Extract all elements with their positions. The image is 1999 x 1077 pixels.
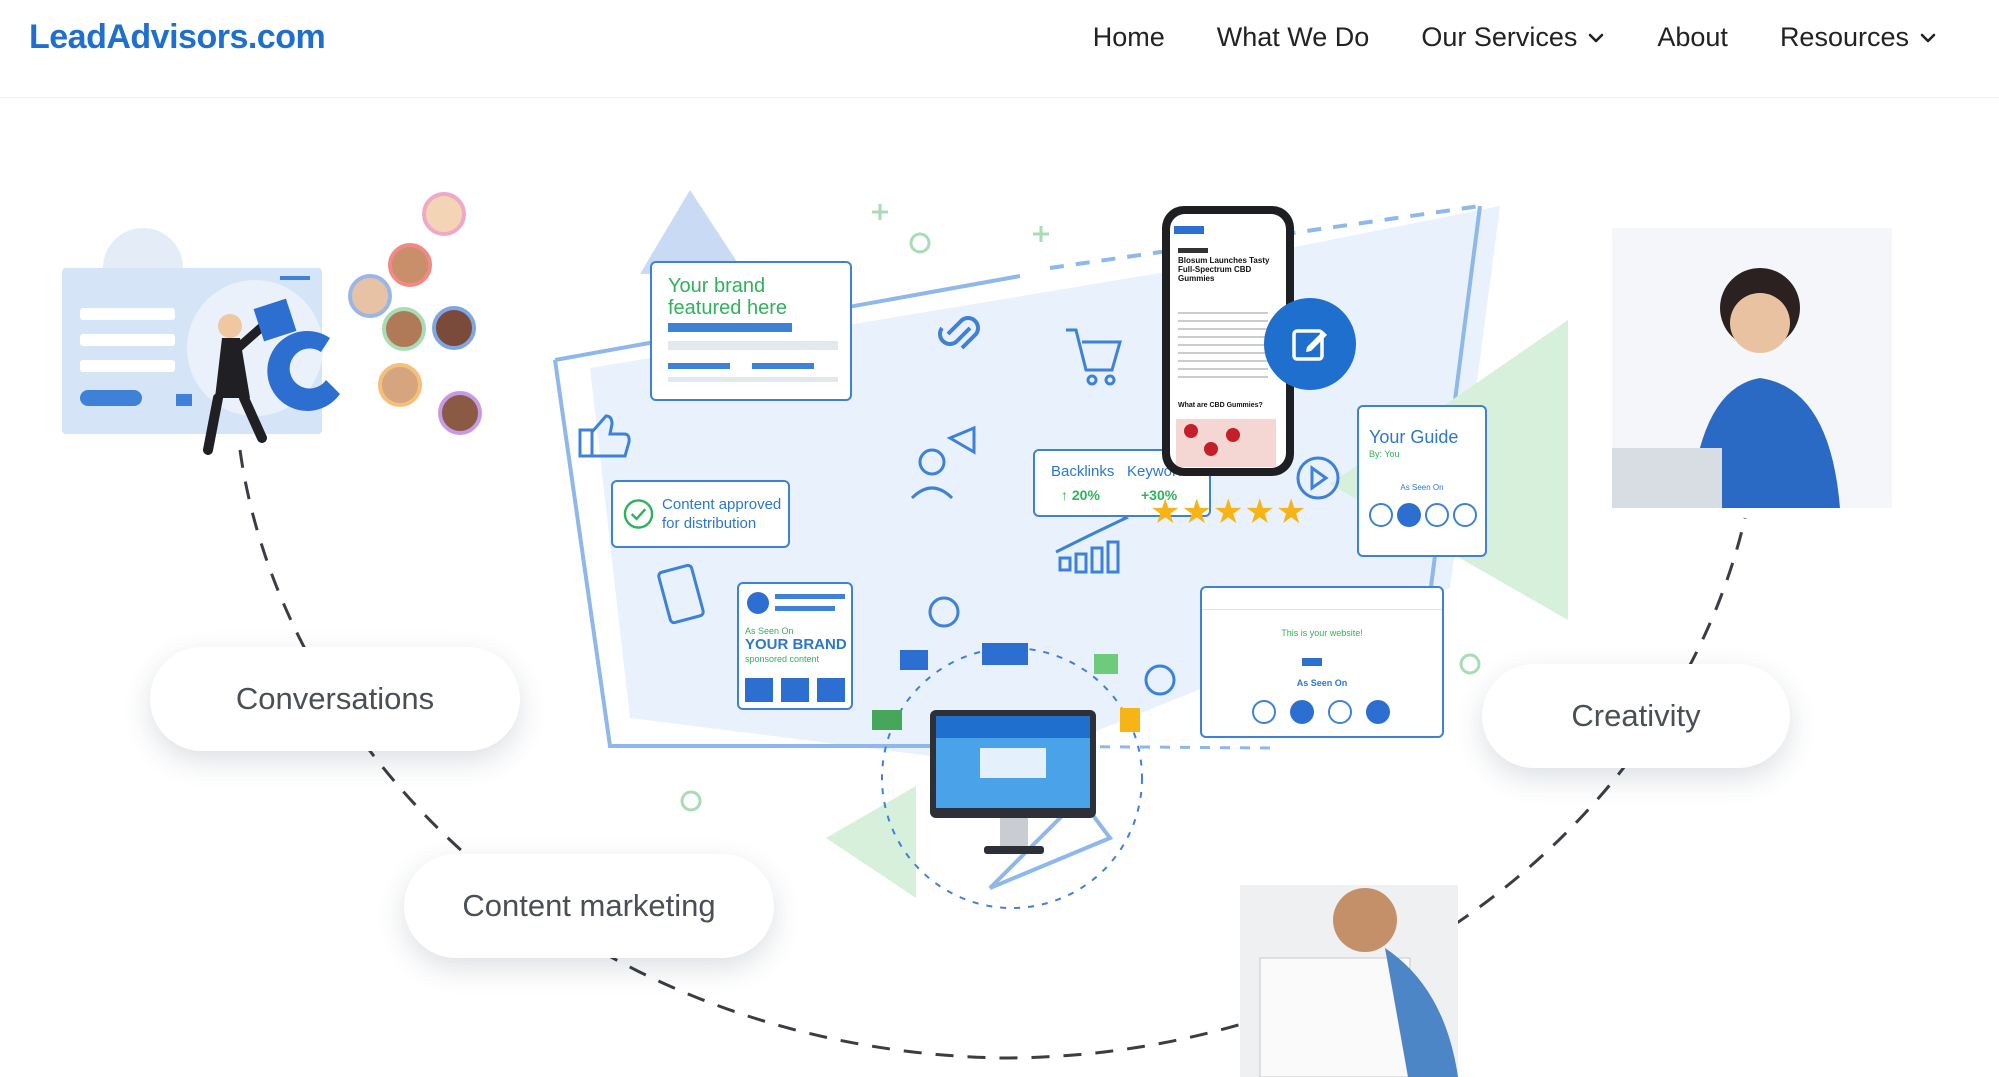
designer-sketching-photo bbox=[1240, 885, 1458, 1077]
mobile-shop-icon bbox=[657, 563, 705, 625]
hero-illustration bbox=[62, 190, 1892, 1077]
website-headline: This is your website! bbox=[1281, 628, 1363, 638]
website-seen-on: As Seen On bbox=[1296, 678, 1348, 688]
megaphone-user-icon bbox=[910, 425, 976, 500]
triangle-outline bbox=[988, 794, 1114, 890]
guide-author: By: You bbox=[1369, 449, 1400, 459]
brand-featured-text: Your brand featured here bbox=[668, 275, 787, 319]
main-nav: Home What We Do Our Services About Resou… bbox=[1041, 22, 1937, 53]
nav-what-we-do[interactable]: What We Do bbox=[1217, 22, 1370, 53]
sponsored-content-card: As Seen On YOUR BRAND sponsored content bbox=[737, 582, 853, 710]
nav-our-services[interactable]: Our Services bbox=[1421, 22, 1605, 53]
sponsor-seen-on: As Seen On bbox=[745, 626, 794, 636]
chevron-down-icon bbox=[1589, 33, 1604, 42]
backlinks-value: ↑ 20% bbox=[1061, 487, 1100, 503]
nav-home[interactable]: Home bbox=[1093, 22, 1165, 53]
pill-conversations[interactable]: Conversations bbox=[150, 647, 520, 751]
chevron-down-icon bbox=[1920, 33, 1936, 42]
dollar-icon bbox=[928, 596, 1176, 696]
sponsor-sub: sponsored content bbox=[745, 654, 820, 664]
thumbs-up-icon bbox=[578, 414, 631, 458]
sponsor-brand: YOUR BRAND bbox=[745, 636, 847, 653]
woman-laptop-photo bbox=[1612, 228, 1892, 508]
cart-icon bbox=[1066, 328, 1122, 386]
guide-title: Your Guide bbox=[1369, 427, 1459, 447]
nav-home-label: Home bbox=[1092, 22, 1165, 52]
nav-our-services-label: Our Services bbox=[1421, 22, 1578, 52]
five-star-rating: ★★★★★ bbox=[1150, 493, 1308, 531]
backlinks-label: Backlinks bbox=[1051, 463, 1115, 480]
site-logo[interactable]: LeadAdvisors.com bbox=[29, 18, 326, 56]
link-icon bbox=[938, 316, 980, 350]
nav-what-we-do-label: What We Do bbox=[1216, 22, 1370, 52]
avatar-cluster bbox=[348, 192, 482, 435]
nav-about-label: About bbox=[1657, 22, 1728, 52]
edit-badge[interactable] bbox=[1264, 298, 1356, 390]
pill-creativity[interactable]: Creativity bbox=[1482, 664, 1790, 768]
brand-featured-card: Your brand featured here bbox=[650, 261, 852, 401]
phone-article-question: What are CBD Gummies? bbox=[1178, 402, 1263, 409]
storefront-monitor bbox=[872, 643, 1143, 909]
triangle-green-bottom bbox=[826, 786, 916, 898]
guide-seen-on: As Seen On bbox=[1400, 483, 1444, 492]
edit-icon bbox=[1292, 329, 1327, 361]
your-guide-card: Your Guide By: You As Seen On bbox=[1357, 405, 1487, 557]
website-preview-card: This is your website! As Seen On bbox=[1200, 586, 1444, 738]
nav-about[interactable]: About bbox=[1657, 22, 1728, 53]
play-icon bbox=[1296, 456, 1340, 500]
phone-article-title: Blosum Launches Tasty Full-Spectrum CBD … bbox=[1178, 256, 1270, 283]
pill-content-marketing[interactable]: Content marketing bbox=[404, 854, 774, 958]
browser-illustration bbox=[62, 228, 340, 455]
site-header: LeadAdvisors.com Home What We Do Our Ser… bbox=[0, 0, 1999, 98]
triangle-blue bbox=[640, 190, 745, 274]
content-approved-card: Content approved for distribution bbox=[611, 480, 790, 548]
growth-chart-icon bbox=[1055, 512, 1130, 574]
nav-resources-label: Resources bbox=[1779, 22, 1909, 52]
keywords-value: +30% bbox=[1141, 487, 1178, 503]
nav-resources[interactable]: Resources bbox=[1780, 22, 1937, 53]
check-circle-icon bbox=[623, 499, 654, 529]
hero-section: Your brand featured here Content approve… bbox=[0, 98, 1999, 1077]
content-approved-text: Content approved for distribution bbox=[662, 496, 782, 532]
